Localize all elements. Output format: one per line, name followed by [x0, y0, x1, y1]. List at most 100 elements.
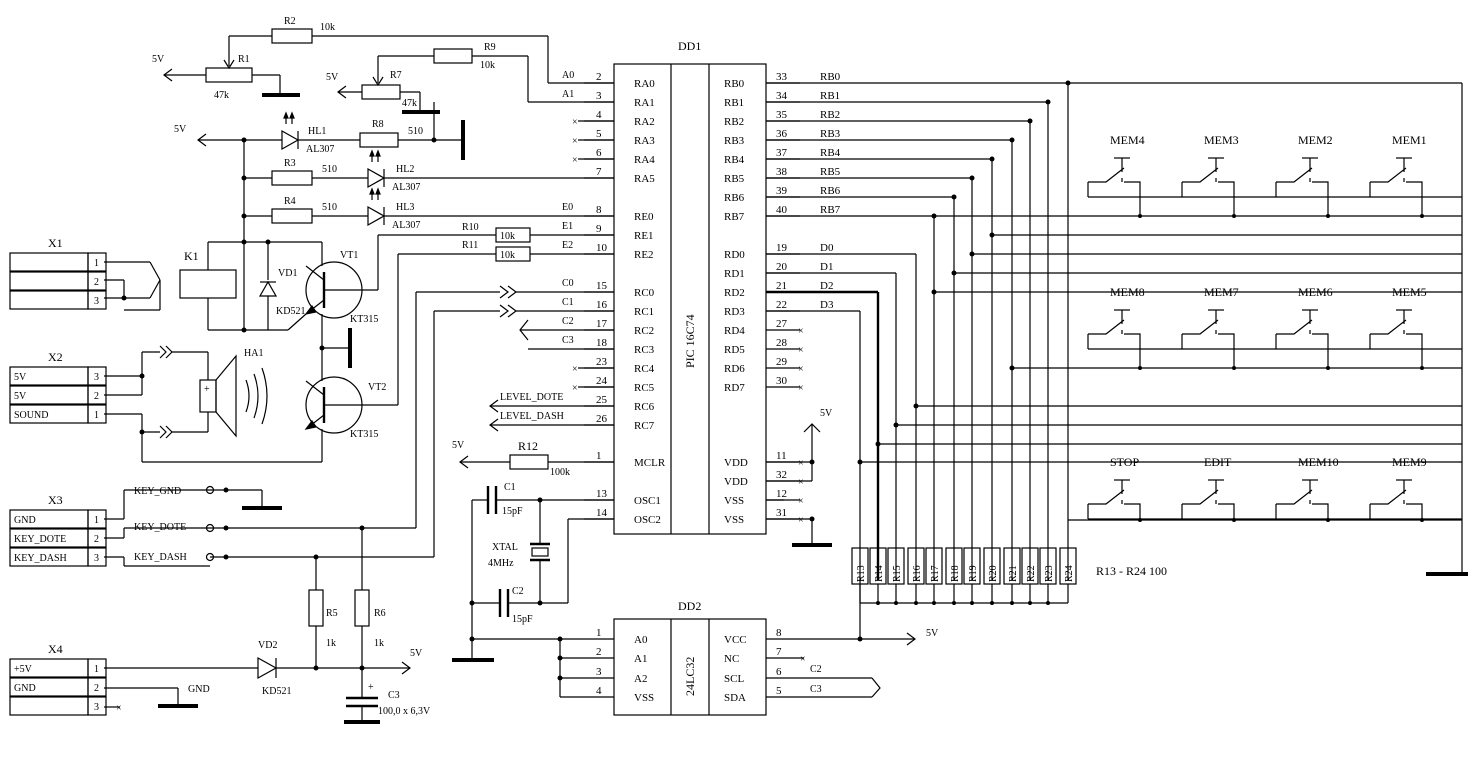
dd1-pin-name: RD0 — [724, 249, 745, 261]
dd1-pin-net: D0 — [820, 242, 834, 254]
dd1-pin-nc: × — [798, 326, 804, 337]
dd1-pin-name: RE1 — [634, 230, 654, 242]
speaker-plus: + — [204, 384, 210, 395]
dd2-pin-number: 8 — [776, 627, 782, 639]
dd1-pin-name: RD7 — [724, 382, 745, 394]
dd1-pin-number: 8 — [596, 204, 602, 216]
dd1-pin-net: RB1 — [820, 90, 840, 102]
dd1-pin-nc: × — [798, 496, 804, 507]
x1-wiring — [104, 261, 161, 311]
c3-plus: + — [368, 682, 374, 693]
dd1-pin-number: 12 — [776, 488, 787, 500]
dd2-pin-number: 7 — [776, 646, 782, 658]
transistor-drive: R10 10k E1 R11 10k E2 VT1 KT315 VT2 KT31… — [304, 221, 614, 440]
r6-value: 1k — [374, 638, 384, 649]
rc0-net: C0 — [562, 278, 574, 289]
dd2-part: 24LC32 — [683, 657, 697, 696]
rbank-resistor-label: R22 — [1026, 565, 1037, 582]
dd1-pin-number: 34 — [776, 90, 788, 102]
key-edit: EDIT — [1181, 455, 1236, 522]
r5-ref: R5 — [326, 608, 338, 619]
connector-ref: X1 — [48, 236, 63, 250]
rc6-net: LEVEL_DOTE — [500, 392, 563, 403]
connector-pin-label: GND — [14, 683, 36, 694]
r6-ref: R6 — [374, 608, 386, 619]
r7-ref: R7 — [390, 70, 402, 81]
rc4-x: × — [572, 364, 578, 375]
dd1-pin-name: RA5 — [634, 173, 655, 185]
re1-net: E1 — [562, 221, 573, 232]
key-mem10: MEM10 — [1275, 455, 1339, 522]
dd1-pin-nc: × — [798, 383, 804, 394]
key-mem6: MEM6 — [1275, 285, 1333, 370]
hl1-ref: HL1 — [308, 126, 326, 137]
dd1-pin-name: RB7 — [724, 211, 745, 223]
dd1-pin-name: VSS — [724, 495, 744, 507]
connector-pin-label: +5V — [14, 664, 33, 675]
dd1-pin-number: 17 — [596, 318, 608, 330]
key-mem4: MEM4 — [1087, 133, 1145, 218]
dd1-pin-number: 16 — [596, 299, 608, 311]
led-5v-label: 5V — [174, 124, 187, 135]
connector-pin-number: 3 — [94, 296, 99, 307]
mclr-pullup: 5V R12 100k — [452, 439, 614, 478]
c3-ref: C3 — [388, 690, 400, 701]
dd1-pin-name: RA0 — [634, 78, 655, 90]
rbank-resistor-label: R18 — [950, 565, 961, 582]
dd1-pin-number: 15 — [596, 280, 608, 292]
key-mem3: MEM3 — [1181, 133, 1239, 218]
dd1-pin-name: RA2 — [634, 116, 655, 128]
rc5-x: × — [572, 383, 578, 394]
re0-net: E0 — [562, 202, 573, 213]
r3-ref: R3 — [284, 158, 296, 169]
connector-pin-number: 3 — [94, 372, 99, 383]
mclr-5v-label: 5V — [452, 440, 465, 451]
dd2-pin-number: 4 — [596, 685, 602, 697]
dd1-pin-name: OSC1 — [634, 495, 661, 507]
r7-5v-label: 5V — [326, 72, 339, 83]
dd2-sda-net: C3 — [810, 684, 822, 695]
connector-pin-label: SOUND — [14, 410, 48, 421]
connector-pin-number: 1 — [94, 410, 99, 421]
dd1-pin-name: RB2 — [724, 116, 744, 128]
key-label: MEM4 — [1110, 133, 1145, 147]
dd1-pin-name: VDD — [724, 457, 748, 469]
rbank-resistor-label: R16 — [912, 565, 923, 582]
dd1-pin-number: 22 — [776, 299, 787, 311]
r2-value: 10k — [320, 22, 335, 33]
connector-pin-number: 2 — [94, 683, 99, 694]
r1-5v-label: 5V — [152, 54, 165, 65]
rbank-resistor-label: R24 — [1064, 565, 1075, 582]
rbank-resistor-label: R21 — [1008, 565, 1019, 582]
rc1-net: C1 — [562, 297, 574, 308]
power-input: 5V VD2 KD521 + C3 100,0 x 6,3V GND × — [104, 640, 431, 724]
led-network: 5V HL1 AL307 R8 510 R3 510 HL2 AL307 — [174, 102, 614, 330]
vt1-part: KT315 — [350, 314, 378, 325]
relay-k1: K1 VD1 KD521 — [179, 239, 323, 333]
dd1-ref: DD1 — [678, 39, 701, 53]
connector-pin-number: 3 — [94, 702, 99, 713]
dd1-left-pins: 2RA03RA14RA25RA36RA47RA58RE09RE110RE215R… — [584, 71, 666, 526]
connector-pin-number: 2 — [94, 391, 99, 402]
dd1-pin-number: 14 — [596, 507, 608, 519]
vdd-5v-label: 5V — [820, 408, 833, 419]
r4-value: 510 — [322, 202, 337, 213]
r8-value: 510 — [408, 126, 423, 137]
r3-value: 510 — [322, 164, 337, 175]
connector-pin-number: 1 — [94, 258, 99, 269]
x4-pin3-x: × — [116, 703, 122, 714]
port-d-bus — [766, 253, 917, 580]
dd1-pin-nc: × — [798, 458, 804, 469]
r5-value: 1k — [326, 638, 336, 649]
dd1-pin-number: 1 — [596, 450, 602, 462]
r9-value: 10k — [480, 60, 495, 71]
ra2-x: × — [572, 117, 578, 128]
connector-pin-label: 5V — [14, 372, 27, 383]
connector-ref: X4 — [48, 642, 63, 656]
dd1-pin-number: 2 — [596, 71, 602, 83]
dd2-pin-name: VCC — [724, 634, 747, 646]
